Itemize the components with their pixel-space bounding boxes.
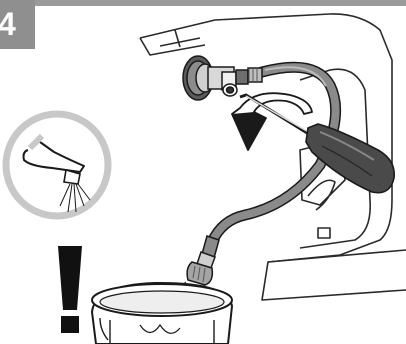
screwdriver-icon — [240, 95, 394, 193]
valve-fitting — [183, 56, 262, 100]
warning-exclamation-icon — [58, 246, 82, 333]
faucet-spray-icon — [6, 114, 108, 216]
bucket-icon — [92, 283, 232, 344]
hose-coupling — [187, 236, 219, 285]
rotation-arrow-icon — [232, 93, 312, 150]
